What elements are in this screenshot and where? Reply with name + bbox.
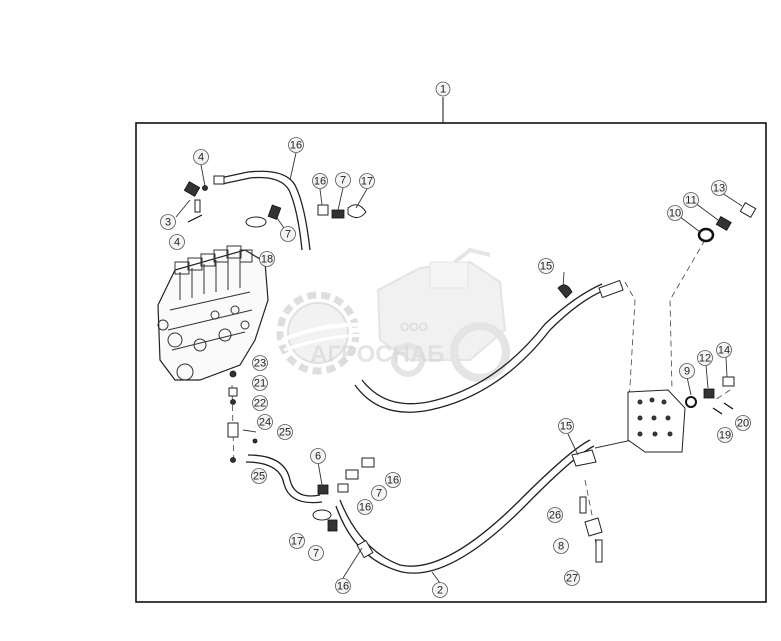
svg-text:16: 16 <box>359 502 371 514</box>
callout-24: 24 <box>257 414 273 430</box>
svg-text:27: 27 <box>566 573 578 585</box>
mounting-plate <box>627 389 686 453</box>
callout-11: 11 <box>683 192 699 208</box>
svg-text:2: 2 <box>437 585 443 597</box>
svg-text:7: 7 <box>313 548 319 560</box>
watermark: ООО АГРОСНАБ <box>276 247 510 382</box>
callout-20: 20 <box>735 415 751 431</box>
svg-text:4: 4 <box>198 152 204 164</box>
control-valve-block <box>157 245 269 381</box>
callout-3: 3 <box>160 214 176 230</box>
svg-text:23: 23 <box>254 358 266 370</box>
watermark-prefix: ООО <box>400 320 428 334</box>
svg-text:13: 13 <box>713 183 725 195</box>
callout-1: 1 <box>435 81 451 97</box>
callout-10: 10 <box>667 205 683 221</box>
svg-text:1: 1 <box>440 84 446 96</box>
callout-7: 7 <box>280 226 296 242</box>
combine-harvester-icon <box>376 247 510 382</box>
svg-text:17: 17 <box>361 176 373 188</box>
callout-22: 22 <box>252 395 268 411</box>
callout-14: 14 <box>716 342 732 358</box>
svg-text:8: 8 <box>558 541 564 553</box>
callout-6: 6 <box>310 448 326 464</box>
svg-text:20: 20 <box>737 418 749 430</box>
svg-text:12: 12 <box>699 353 711 365</box>
callout-17: 17 <box>289 533 305 549</box>
svg-text:17: 17 <box>291 536 303 548</box>
small-parts <box>183 175 757 563</box>
svg-text:14: 14 <box>718 345 730 357</box>
callout-23: 23 <box>252 355 268 371</box>
svg-text:25: 25 <box>253 471 265 483</box>
svg-text:16: 16 <box>290 140 302 152</box>
callout-15: 15 <box>558 418 574 434</box>
svg-text:9: 9 <box>684 366 690 378</box>
callout-18: 18 <box>259 251 275 267</box>
callout-12: 12 <box>697 350 713 366</box>
svg-text:19: 19 <box>719 430 731 442</box>
callout-7: 7 <box>371 485 387 501</box>
assembly-frame <box>135 122 767 603</box>
callout-13: 13 <box>711 180 727 196</box>
svg-text:22: 22 <box>254 398 266 410</box>
svg-text:7: 7 <box>376 488 382 500</box>
callout-26: 26 <box>547 507 563 523</box>
callout-25: 25 <box>277 424 293 440</box>
callout-15: 15 <box>538 258 554 274</box>
svg-text:7: 7 <box>340 175 346 187</box>
callout-16: 16 <box>288 137 304 153</box>
callout-7: 7 <box>308 545 324 561</box>
svg-text:15: 15 <box>560 421 572 433</box>
svg-text:16: 16 <box>387 475 399 487</box>
callout-21: 21 <box>252 375 268 391</box>
callout-16: 16 <box>335 578 351 594</box>
svg-text:16: 16 <box>337 581 349 593</box>
gear-logo-icon <box>276 291 386 375</box>
svg-text:16: 16 <box>314 176 326 188</box>
watermark-company-name: АГРОСНАБ <box>310 341 445 368</box>
svg-text:11: 11 <box>685 195 696 207</box>
callout-27: 27 <box>564 570 580 586</box>
svg-text:4: 4 <box>174 237 180 249</box>
svg-text:6: 6 <box>315 451 321 463</box>
callout-19: 19 <box>717 427 733 443</box>
svg-text:15: 15 <box>540 261 552 273</box>
svg-text:7: 7 <box>285 229 291 241</box>
callout-16: 16 <box>385 472 401 488</box>
svg-text:18: 18 <box>261 254 273 266</box>
callout-4: 4 <box>193 149 209 165</box>
callout-16: 16 <box>312 173 328 189</box>
svg-text:24: 24 <box>259 417 271 429</box>
callout-9: 9 <box>679 363 695 379</box>
svg-text:3: 3 <box>165 217 171 229</box>
callout-8: 8 <box>553 538 569 554</box>
svg-text:10: 10 <box>669 208 681 220</box>
svg-text:21: 21 <box>254 378 266 390</box>
callout-2: 2 <box>432 582 448 598</box>
callout-7: 7 <box>335 172 351 188</box>
svg-text:25: 25 <box>279 427 291 439</box>
callout-4: 4 <box>169 234 185 250</box>
callout-25: 25 <box>251 468 267 484</box>
svg-text:26: 26 <box>549 510 561 522</box>
callout-17: 17 <box>359 173 375 189</box>
callout-16: 16 <box>357 499 373 515</box>
